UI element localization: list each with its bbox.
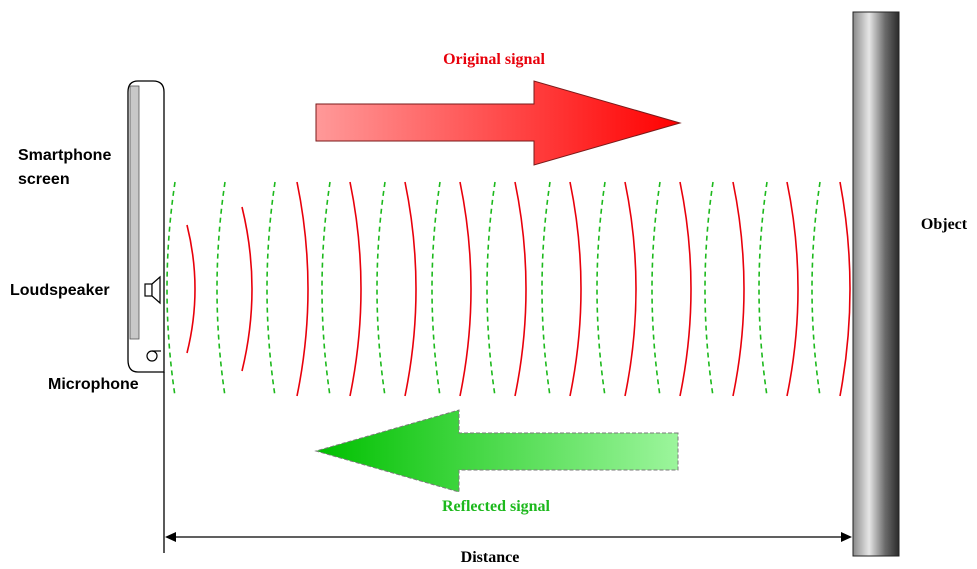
reflected-wavefront — [758, 181, 768, 397]
microphone-icon — [146, 350, 161, 362]
original-wavefront — [296, 181, 309, 397]
reflected-wavefront — [486, 181, 496, 397]
original-wavefront — [186, 224, 196, 354]
reflected-wavefront — [541, 181, 551, 397]
original-signal-arrow — [315, 80, 682, 166]
original-wavefront — [679, 181, 692, 397]
original-wavefront — [349, 181, 362, 397]
reflected-wavefront — [166, 181, 176, 397]
reflected-wavefront — [704, 181, 714, 397]
reflected-wavefront — [811, 181, 821, 397]
reflected-wavefront — [651, 181, 661, 397]
reflected-signal-arrow — [314, 409, 679, 493]
loudspeaker-label: Loudspeaker — [10, 282, 110, 299]
reflected-wavefront — [596, 181, 606, 397]
reflected-wavefront — [216, 181, 226, 397]
original-wavefront — [786, 181, 799, 397]
original-wavefront — [839, 181, 851, 397]
original-wavefront — [241, 206, 253, 372]
distance-dimension — [165, 532, 852, 542]
wavefronts — [166, 181, 851, 397]
original-signal-label: Original signal — [443, 51, 545, 68]
original-wavefront — [624, 181, 637, 397]
smartphone-screen-label-line1: Smartphone — [18, 147, 111, 164]
original-wavefront — [459, 181, 472, 397]
original-wavefront — [569, 181, 582, 397]
smartphone-screen-label-line2: screen — [18, 171, 70, 188]
original-wavefront — [404, 181, 417, 397]
reflected-wavefront — [431, 181, 441, 397]
object-label: Object — [921, 216, 968, 233]
speaker-icon — [144, 275, 161, 305]
object-wall — [852, 11, 900, 557]
smartphone-screen — [129, 85, 140, 340]
microphone-label: Microphone — [48, 376, 139, 393]
smartphone — [127, 80, 165, 373]
distance-label: Distance — [461, 549, 520, 566]
reflected-signal-label: Reflected signal — [442, 498, 551, 515]
reflected-wavefront — [266, 181, 276, 397]
original-wavefront — [514, 181, 527, 397]
reflected-wavefront — [376, 181, 386, 397]
reflected-wavefront — [321, 181, 331, 397]
original-wavefront — [732, 181, 745, 397]
